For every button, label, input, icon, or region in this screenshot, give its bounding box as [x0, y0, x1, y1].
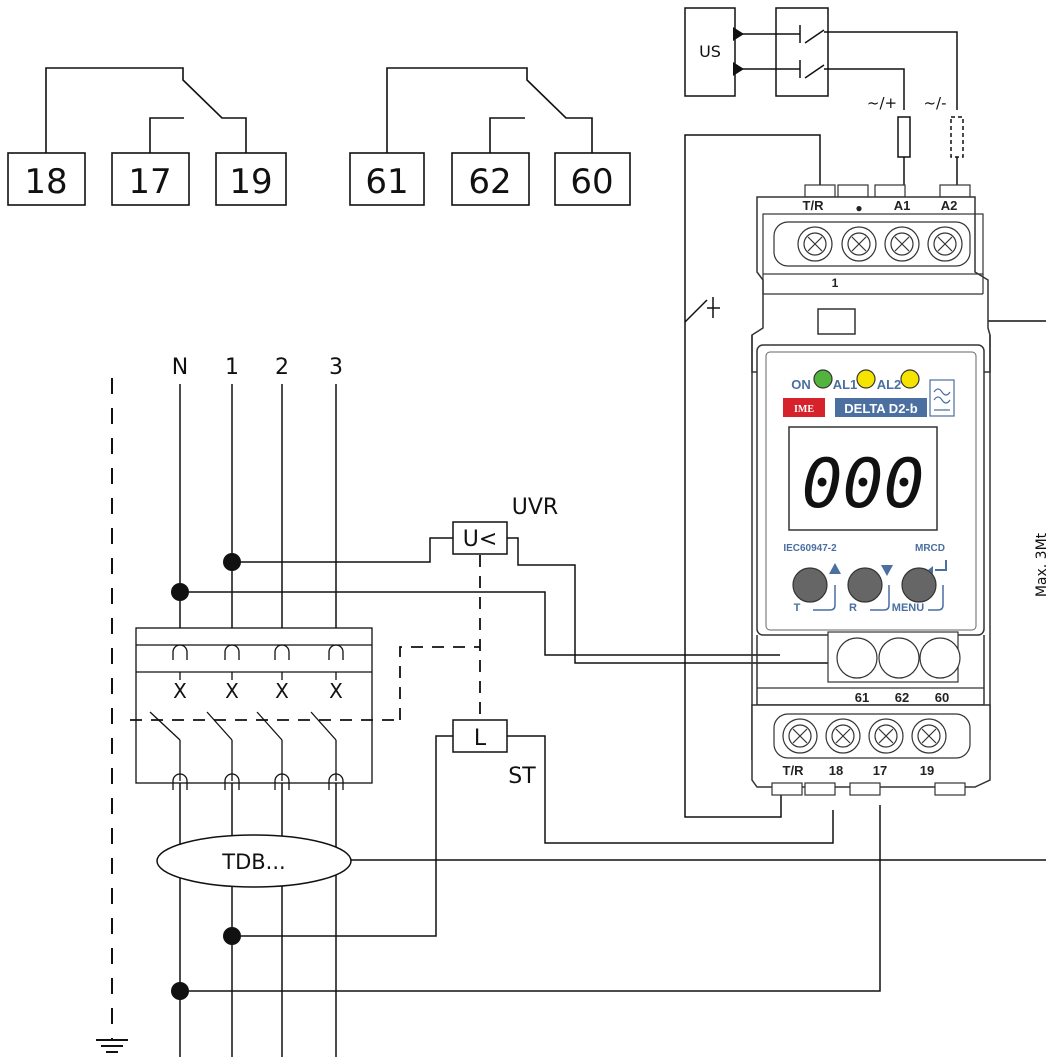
toroid-ellipse: [156, 834, 352, 888]
terminal-17: 17: [128, 162, 171, 202]
button-menu[interactable]: MENU: [892, 602, 924, 614]
bottom-terminal-18: 18: [829, 763, 843, 778]
side-note: Max. 3Mt: [1034, 532, 1046, 597]
top-terminal-tr: T/R: [803, 198, 825, 213]
breaker-mark-n: X: [173, 679, 187, 703]
mid-terminal-61: 61: [855, 690, 869, 705]
terminal-62: 62: [468, 162, 511, 202]
device-body: [751, 184, 991, 796]
mid-terminal-60: 60: [935, 690, 949, 705]
earth-line: [96, 378, 128, 1053]
toroid-label: TDB...: [221, 850, 285, 874]
shunt-symbol: L: [474, 726, 487, 751]
terminal-61: 61: [365, 162, 408, 202]
button-r[interactable]: R: [849, 602, 857, 614]
terminal-18: 18: [24, 162, 67, 202]
line-1-label: 1: [225, 355, 239, 380]
button-r-label: R: [849, 602, 857, 614]
type-label: MRCD: [915, 543, 945, 554]
us-label: US: [699, 42, 721, 61]
standard-label: IEC60947-2: [783, 543, 837, 554]
circuit-breaker: [135, 627, 373, 790]
button-menu-label: MENU: [892, 602, 924, 614]
mechanical-link: [130, 555, 481, 721]
terminal-19: 19: [229, 162, 272, 202]
junction-dots: [171, 553, 241, 1000]
plus-label: ~/+: [867, 94, 897, 112]
led-al2-label: AL2: [877, 377, 902, 392]
model-label: DELTA D2-b: [844, 401, 917, 416]
relay-contact-61-62-60: [349, 67, 631, 206]
led-al1-label: AL1: [833, 377, 858, 392]
test-wire: [684, 134, 821, 818]
relay-contact-18-17-19: [7, 67, 287, 206]
top-number: 1: [832, 276, 839, 290]
network-lines: [179, 384, 337, 1057]
shunt-label: ST: [508, 764, 536, 789]
line-3-label: 3: [329, 355, 343, 380]
led-on-label: ON: [791, 377, 811, 392]
supply-source-box: [684, 7, 964, 185]
breaker-mark-1: X: [225, 679, 239, 703]
line-n-label: N: [172, 355, 188, 380]
bottom-terminal-17: 17: [873, 763, 887, 778]
mid-terminal-62: 62: [895, 690, 909, 705]
shunt-trip-coil: [232, 719, 834, 937]
top-terminal-a1: A1: [894, 198, 911, 213]
breaker-mark-2: X: [275, 679, 289, 703]
button-t[interactable]: T: [794, 602, 801, 614]
breaker-mark-3: X: [329, 679, 343, 703]
uvr-symbol: U<: [463, 527, 498, 552]
minus-label: ~/-: [923, 94, 946, 112]
bottom-terminal-19: 19: [920, 763, 934, 778]
button-t-label: T: [794, 602, 801, 614]
display-readout: 000: [802, 445, 925, 524]
bottom-terminal-tr: T/R: [783, 763, 805, 778]
line-2-label: 2: [275, 355, 289, 380]
top-terminal-a2: A2: [941, 198, 958, 213]
top-terminal-dot: ●: [855, 201, 862, 215]
uvr-label: UVR: [512, 495, 558, 520]
brand-logo: IME: [794, 404, 814, 415]
terminal-60: 60: [570, 162, 613, 202]
